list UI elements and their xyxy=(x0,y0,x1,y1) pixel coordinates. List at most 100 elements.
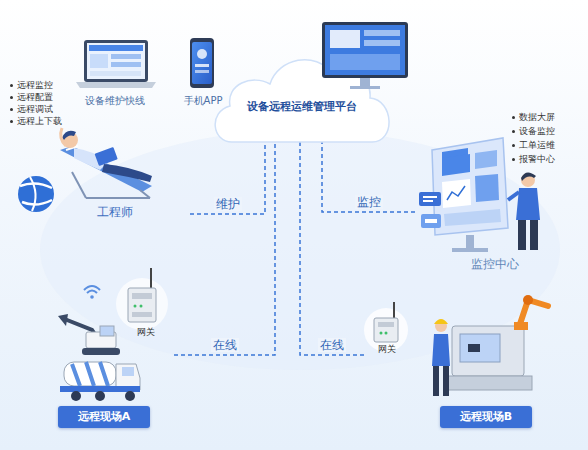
bullet-dot xyxy=(10,120,13,123)
feature-label: 远程配置 xyxy=(17,92,53,103)
monitoring-center-part xyxy=(508,192,519,200)
monitoring-center-part xyxy=(444,209,501,226)
factory-machine-part xyxy=(432,334,450,366)
phone-node: 手机APP xyxy=(180,34,227,108)
laptop-icon-part xyxy=(90,54,108,68)
factory-machine-part xyxy=(443,366,449,396)
edge-label: 维护 xyxy=(214,197,242,211)
gateway-icon-part xyxy=(140,305,143,308)
construction-machines-part xyxy=(125,391,135,401)
engineer-figure-part xyxy=(72,172,86,198)
bullet-item: 设备监控 xyxy=(512,126,555,137)
node-text: 远程现场A xyxy=(78,411,131,424)
edge-label: 在线 xyxy=(211,338,239,352)
wifi-symbol-part xyxy=(90,295,94,299)
bullet-dot xyxy=(512,144,515,147)
wifi-symbol-part xyxy=(87,291,97,294)
phone-icon-part xyxy=(195,64,209,67)
monitoring-center-part xyxy=(518,220,526,250)
monitor-stand xyxy=(350,86,380,89)
node-text: 设备维护快线 xyxy=(85,95,145,107)
dashed-connector xyxy=(190,142,265,214)
monitoring-center-part xyxy=(432,138,508,235)
laptop-node: 设备维护快线 xyxy=(72,34,158,108)
construction-machines-part xyxy=(122,367,134,376)
bullet-dot xyxy=(512,158,515,161)
factory-machine-part xyxy=(514,322,528,330)
gateway-icon-part xyxy=(116,278,168,330)
bullet-item: 远程配置 xyxy=(10,92,53,103)
construction-machines-part xyxy=(72,362,108,386)
gateway-icon-part xyxy=(374,318,398,342)
gateway-icon-part xyxy=(380,332,383,335)
factory-machine-part xyxy=(520,300,548,324)
factory-machine-part xyxy=(523,295,533,305)
bullet-item: 远程调试 xyxy=(10,104,53,115)
site-tag: 远程现场B xyxy=(440,406,532,428)
node-text: 网关 xyxy=(137,327,155,337)
laptop-icon-part xyxy=(111,54,141,59)
bullet-item: 数据大屏 xyxy=(512,112,555,123)
laptop-icon xyxy=(76,40,156,88)
bullet-dot xyxy=(512,130,515,133)
node-text: 工程师 xyxy=(97,206,133,220)
gateway-icon-part xyxy=(393,302,395,318)
dashed-connector xyxy=(322,142,415,212)
monitor-center-node: 监控中心 xyxy=(415,165,575,275)
monitoring-center-part xyxy=(423,200,433,202)
monitoring-center-part xyxy=(421,214,441,228)
monitor-window xyxy=(364,30,400,36)
construction-machines-part xyxy=(64,362,116,386)
site-tag: 远程现场A xyxy=(58,406,150,428)
gateway-icon-part xyxy=(132,312,152,317)
monitor-window xyxy=(330,54,400,70)
engineer-figure-part xyxy=(60,146,152,192)
monitoring-center-part xyxy=(447,186,465,200)
phone-icon-part xyxy=(192,42,212,84)
feature-label: 远程监控 xyxy=(17,80,53,91)
feature-label: 远程调试 xyxy=(17,104,53,115)
monitor-window xyxy=(330,30,360,48)
gateway-icon-part xyxy=(128,288,156,322)
monitoring-center-part xyxy=(466,235,474,249)
node-text: 设备远程运维管理平台 xyxy=(247,101,357,114)
glow-ellipse-part xyxy=(40,130,560,370)
feature-label: 远程上下载 xyxy=(17,116,62,127)
gateway-node: 网关 xyxy=(118,272,174,364)
monitor-window xyxy=(364,40,400,46)
gateway-icon xyxy=(116,268,168,330)
edge-label: 在线 xyxy=(318,338,346,352)
phone-icon xyxy=(190,38,214,88)
laptop-icon-part xyxy=(111,62,141,67)
monitoring-center-part xyxy=(419,192,441,206)
factory-machine-part xyxy=(452,326,524,376)
cloud-shape xyxy=(212,40,392,142)
phone-icon-part xyxy=(197,49,207,59)
factory-machine-part xyxy=(434,319,448,324)
monitoring-center-part xyxy=(521,173,535,187)
monitor-stand xyxy=(360,78,370,86)
engineer-figure-part xyxy=(30,177,36,211)
construction-machines xyxy=(58,314,140,401)
platform-cloud: 设备远程运维管理平台 xyxy=(212,40,392,142)
bullet-item: 报警中心 xyxy=(512,154,555,165)
factory-machine-part xyxy=(446,376,532,390)
gateway-icon-part xyxy=(378,322,394,327)
bullet-dot xyxy=(10,96,13,99)
gateway-icon-part xyxy=(132,293,152,299)
wifi-symbol xyxy=(84,286,100,299)
engineer-figure-part xyxy=(102,164,152,182)
bullet-dot xyxy=(10,84,13,87)
monitoring-center-part xyxy=(423,196,437,198)
node-text: 手机APP xyxy=(184,95,223,107)
monitoring-center-part xyxy=(530,220,538,250)
monitor-screen xyxy=(325,25,405,75)
glow-ellipse xyxy=(40,130,560,370)
factory-machine xyxy=(432,295,548,396)
factory-machine-part xyxy=(460,334,500,362)
laptop-icon-part xyxy=(76,82,156,88)
dashed-connector xyxy=(174,142,275,355)
engineer-figure-part xyxy=(61,128,66,146)
bullet-dot xyxy=(10,108,13,111)
